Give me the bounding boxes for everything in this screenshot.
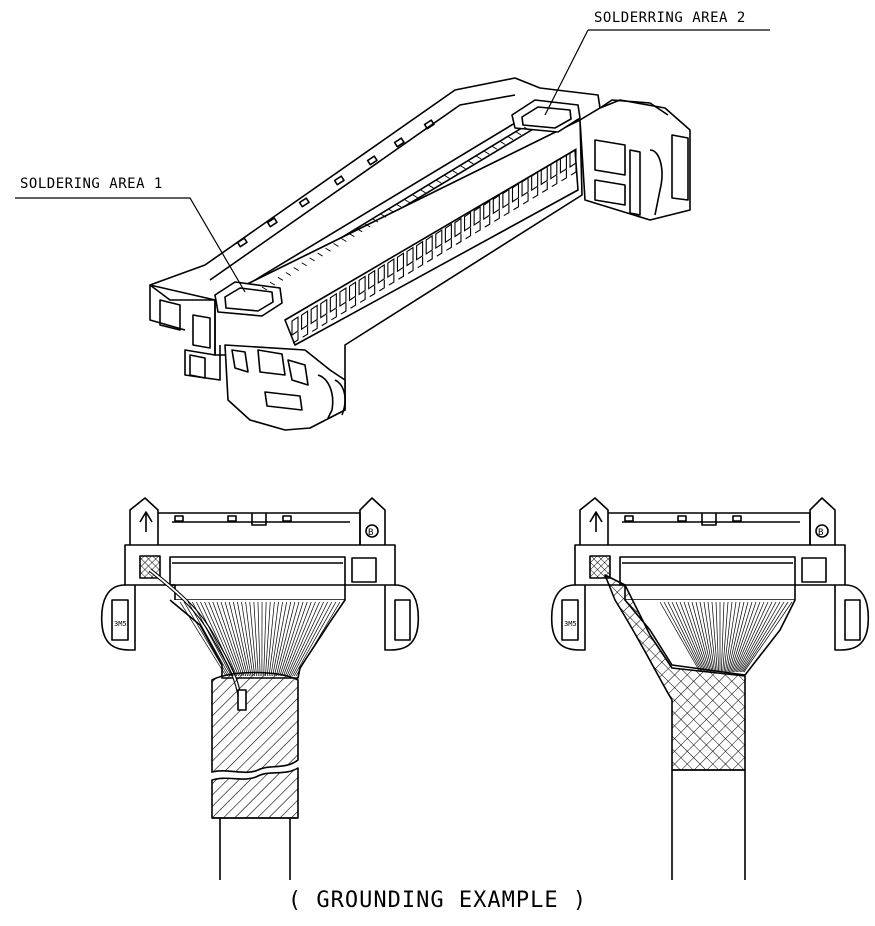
grounding-example-braided-shield: B 3M5	[552, 498, 869, 880]
svg-text:3M5: 3M5	[564, 620, 577, 628]
soldering-area-2-label: SOLDERRING AREA 2	[594, 10, 746, 26]
figure-caption: ( GROUNDING EXAMPLE )	[0, 888, 875, 913]
svg-text:B: B	[818, 528, 823, 538]
connector-isometric-view	[150, 78, 690, 430]
soldering-area-1-label: SOLDERING AREA 1	[20, 176, 163, 192]
svg-text:B: B	[368, 528, 373, 538]
grounding-example-drain-wire: B 3M5	[102, 498, 419, 880]
svg-text:3M5: 3M5	[114, 620, 127, 628]
